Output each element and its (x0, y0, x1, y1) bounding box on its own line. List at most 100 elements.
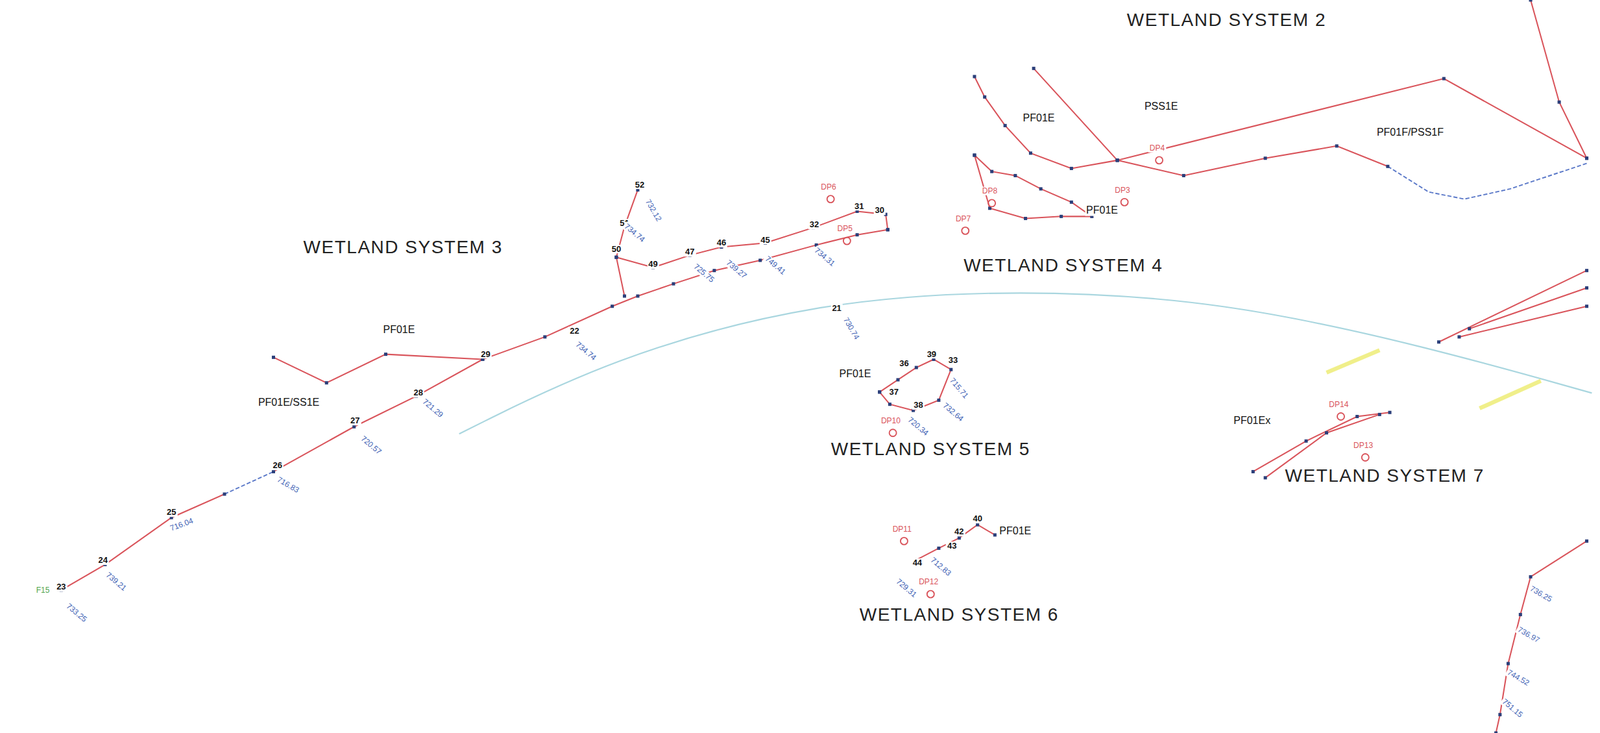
survey-point (1437, 339, 1441, 344)
flag-number: 45 (759, 235, 771, 245)
elevation: 734.74 (622, 221, 648, 245)
flag-number: 25 (165, 508, 178, 518)
elevation: F15 (35, 585, 52, 595)
data-point-symbol (961, 227, 969, 235)
title: WETLAND SYSTEM 7 (1284, 465, 1486, 485)
survey-point (1039, 186, 1043, 191)
cover-type: PF01E (1084, 205, 1120, 217)
flag-number: 47 (683, 247, 696, 257)
elevation: 720.57 (358, 433, 385, 457)
data-point-symbol (889, 428, 897, 437)
wetland-boundary (1252, 412, 1390, 472)
survey-point (936, 546, 941, 550)
flag-number: 49 (646, 260, 659, 270)
survey-point (990, 169, 994, 174)
survey-point (610, 304, 614, 308)
elevation: 725.75 (691, 262, 717, 286)
survey-point (886, 227, 890, 231)
survey-point (1003, 123, 1007, 128)
data-point: DP5 (836, 224, 854, 233)
flag-number: 28 (412, 388, 425, 398)
flag-number: 26 (271, 460, 284, 470)
flag-number: 22 (568, 326, 581, 336)
survey-point (712, 268, 716, 272)
survey-point (993, 532, 997, 536)
highlight-mark (1326, 349, 1381, 373)
survey-point (914, 365, 919, 370)
survey-point (671, 282, 675, 286)
data-point: DP7 (954, 214, 972, 223)
wetland-boundary (616, 189, 638, 296)
wetland-boundary (273, 229, 888, 472)
elevation: 734.31 (811, 245, 837, 269)
survey-point (1263, 156, 1268, 160)
flag-number: 29 (479, 349, 492, 359)
survey-point (1585, 156, 1589, 160)
elevation: 733.25 (63, 600, 89, 625)
survey-point (325, 380, 329, 385)
cover-type: PSS1E (1143, 100, 1180, 112)
survey-point (1585, 156, 1589, 160)
elevation: 749.41 (763, 253, 789, 278)
elevation: 736.97 (1515, 624, 1543, 645)
cover-type: PF01Ex (1232, 415, 1272, 427)
survey-point (1506, 661, 1510, 666)
survey-point (975, 522, 980, 527)
survey-point (886, 227, 890, 231)
flag-number: 42 (953, 527, 965, 537)
elevation: 751.15 (1499, 696, 1525, 721)
survey-point (877, 389, 882, 394)
survey-point (1585, 286, 1589, 290)
wetland-boundary (224, 471, 274, 494)
data-point-symbol (1337, 412, 1345, 420)
wetland-boundary (1530, 0, 1587, 159)
survey-point (1304, 439, 1309, 443)
flag-number: 27 (349, 415, 361, 425)
flag-number: 36 (897, 358, 910, 368)
survey-point (614, 255, 618, 259)
wetland-boundary (273, 354, 483, 383)
wetland-boundary (1439, 270, 1588, 342)
elevation: 739.27 (724, 257, 750, 281)
flag-number: 50 (610, 244, 623, 254)
survey-point (1251, 469, 1255, 473)
data-point-symbol (927, 590, 935, 598)
data-point-symbol (843, 237, 851, 245)
survey-point (972, 153, 976, 157)
survey-point (1182, 173, 1186, 178)
flag-number: 30 (873, 205, 885, 215)
survey-point (635, 293, 640, 298)
data-point: DP12 (917, 577, 940, 586)
survey-point (1263, 475, 1268, 479)
wetland-boundary (1459, 306, 1588, 337)
survey-point (1585, 268, 1589, 272)
survey-point (352, 424, 356, 429)
cover-type: PF01E (1021, 112, 1057, 124)
wetland-boundary (1387, 163, 1588, 200)
survey-point (1059, 214, 1063, 219)
cover-type: PF01E (381, 324, 416, 336)
survey-point (758, 258, 762, 262)
flag-number: 37 (887, 387, 900, 397)
title: WETLAND SYSTEM 5 (829, 439, 1032, 459)
survey-point (622, 293, 627, 298)
survey-point (949, 367, 953, 372)
flag-number: 23 (55, 581, 67, 592)
title: WETLAND SYSTEM 4 (962, 255, 1164, 275)
data-point: DP11 (891, 524, 913, 533)
survey-point (1457, 334, 1461, 339)
survey-point (1032, 66, 1036, 71)
data-point-symbol (1361, 453, 1370, 461)
data-point-symbol (1121, 198, 1129, 206)
survey-point (1498, 712, 1502, 716)
elevation: 732.12 (642, 196, 664, 224)
flag-number: 31 (853, 201, 865, 211)
survey-point (896, 377, 900, 381)
survey-point (1335, 144, 1339, 148)
flag-number: 21 (830, 303, 843, 313)
elevation: 744.52 (1504, 667, 1532, 688)
survey-point (1494, 730, 1498, 733)
elevation: 739.21 (103, 570, 130, 594)
survey-point (1023, 216, 1028, 220)
